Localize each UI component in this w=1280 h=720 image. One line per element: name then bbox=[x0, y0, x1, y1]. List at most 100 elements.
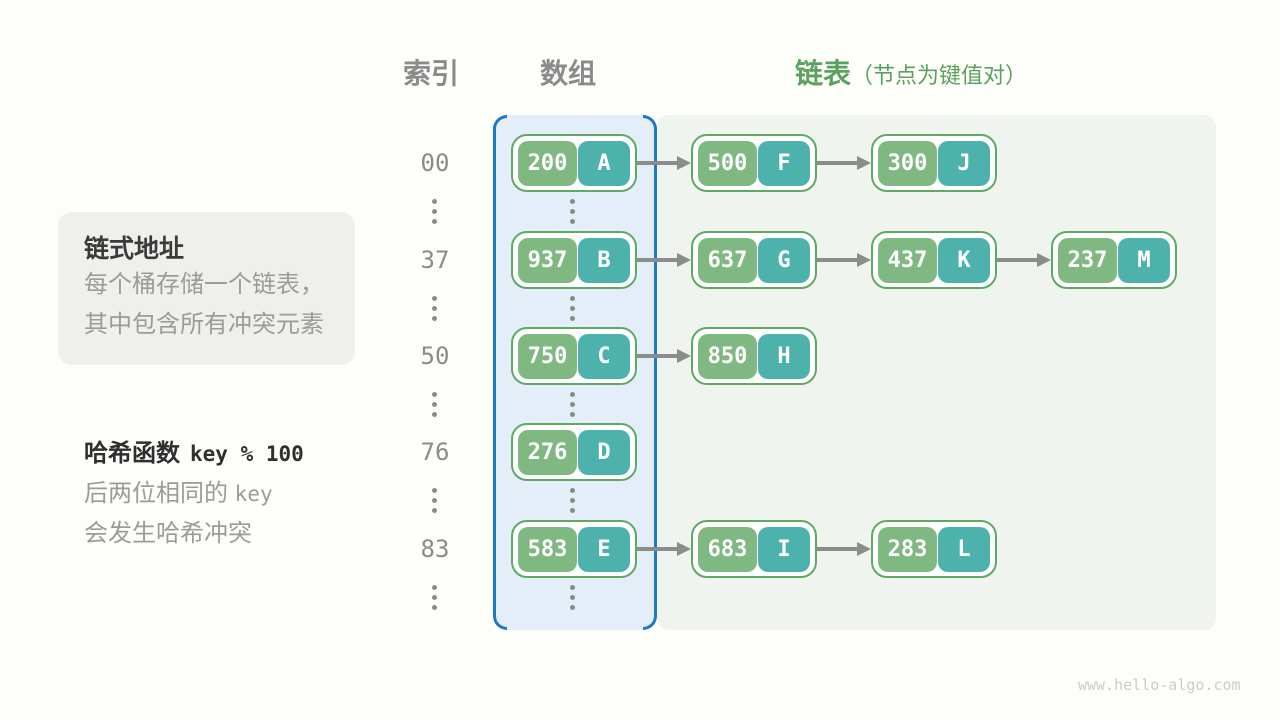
dot bbox=[432, 392, 437, 397]
index-label: 00 bbox=[420, 149, 450, 177]
array-ellipsis-dots bbox=[570, 296, 576, 321]
index-label: 50 bbox=[420, 342, 450, 370]
arrow-head-icon bbox=[857, 253, 871, 267]
arrow-head-icon bbox=[857, 156, 871, 170]
dot bbox=[432, 585, 437, 590]
dot bbox=[570, 595, 575, 600]
value-cell: G bbox=[758, 237, 810, 283]
array-ellipsis-dots bbox=[570, 392, 576, 417]
dot bbox=[570, 199, 575, 204]
hash-note-line: 会发生哈希冲突 bbox=[84, 520, 252, 547]
arrow-head-icon bbox=[1037, 253, 1051, 267]
array-ellipsis-dots bbox=[570, 488, 576, 513]
index-label: 37 bbox=[420, 246, 450, 274]
value-cell: M bbox=[1118, 237, 1170, 283]
arrow-line bbox=[637, 258, 677, 262]
next-pointer-arrow bbox=[817, 134, 871, 192]
next-pointer-arrow bbox=[637, 231, 691, 289]
key-cell: 937 bbox=[518, 237, 577, 283]
column-header-array: 数组 bbox=[540, 58, 597, 89]
dot bbox=[570, 585, 575, 590]
value-cell: J bbox=[938, 140, 990, 186]
next-pointer-arrow bbox=[817, 231, 871, 289]
arrow-line bbox=[637, 161, 677, 165]
column-header-index: 索引 bbox=[403, 58, 460, 89]
dot bbox=[570, 488, 575, 493]
value-cell: F bbox=[758, 140, 810, 186]
value-cell: A bbox=[578, 140, 630, 186]
dot bbox=[570, 412, 575, 417]
dot bbox=[570, 209, 575, 214]
value-cell: H bbox=[758, 333, 810, 379]
column-header-list: 链表（节点为键值对） bbox=[795, 52, 1027, 92]
dot bbox=[570, 402, 575, 407]
key-cell: 850 bbox=[698, 333, 757, 379]
dot bbox=[570, 316, 575, 321]
dot bbox=[432, 209, 437, 214]
hash-function-title: 哈希函数 key % 100 bbox=[84, 433, 304, 468]
hash-function-code: key % 100 bbox=[190, 442, 304, 466]
index-ellipsis-dots bbox=[432, 199, 438, 224]
key-cell: 276 bbox=[518, 429, 577, 475]
next-pointer-arrow bbox=[637, 327, 691, 385]
hash-note-code: key bbox=[234, 482, 273, 506]
dot bbox=[432, 488, 437, 493]
hash-function-label: 哈希函数 bbox=[84, 440, 180, 467]
index-label: 76 bbox=[420, 438, 450, 466]
next-pointer-arrow bbox=[637, 520, 691, 578]
index-ellipsis-dots bbox=[432, 296, 438, 321]
value-cell: B bbox=[578, 237, 630, 283]
dot bbox=[570, 296, 575, 301]
arrow-line bbox=[817, 258, 857, 262]
dot bbox=[570, 605, 575, 610]
index-ellipsis-dots bbox=[432, 392, 438, 417]
arrow-head-icon bbox=[857, 542, 871, 556]
info-box: 链式地址 每个桶存储一个链表， 其中包含所有冲突元素 bbox=[58, 212, 355, 365]
key-cell: 583 bbox=[518, 526, 577, 572]
dot bbox=[432, 306, 437, 311]
key-cell: 200 bbox=[518, 140, 577, 186]
arrow-head-icon bbox=[677, 542, 691, 556]
arrow-head-icon bbox=[677, 349, 691, 363]
arrow-line bbox=[817, 547, 857, 551]
value-cell: I bbox=[758, 526, 810, 572]
key-cell: 283 bbox=[878, 526, 937, 572]
value-cell: D bbox=[578, 429, 630, 475]
next-pointer-arrow bbox=[997, 231, 1051, 289]
next-pointer-arrow bbox=[637, 134, 691, 192]
arrow-line bbox=[817, 161, 857, 165]
index-label: 83 bbox=[420, 535, 450, 563]
key-cell: 437 bbox=[878, 237, 937, 283]
dot bbox=[570, 306, 575, 311]
key-cell: 300 bbox=[878, 140, 937, 186]
key-cell: 637 bbox=[698, 237, 757, 283]
key-cell: 750 bbox=[518, 333, 577, 379]
value-cell: C bbox=[578, 333, 630, 379]
info-box-line: 每个桶存储一个链表， bbox=[84, 271, 324, 298]
column-header-list-note: （节点为键值对） bbox=[851, 63, 1028, 88]
array-ellipsis-dots bbox=[570, 585, 576, 610]
key-cell: 237 bbox=[1058, 237, 1117, 283]
key-cell: 500 bbox=[698, 140, 757, 186]
dot bbox=[570, 219, 575, 224]
arrow-line bbox=[637, 354, 677, 358]
arrow-head-icon bbox=[677, 156, 691, 170]
dot bbox=[570, 498, 575, 503]
dot bbox=[432, 219, 437, 224]
index-ellipsis-dots bbox=[432, 488, 438, 513]
dot bbox=[432, 402, 437, 407]
dot bbox=[432, 498, 437, 503]
